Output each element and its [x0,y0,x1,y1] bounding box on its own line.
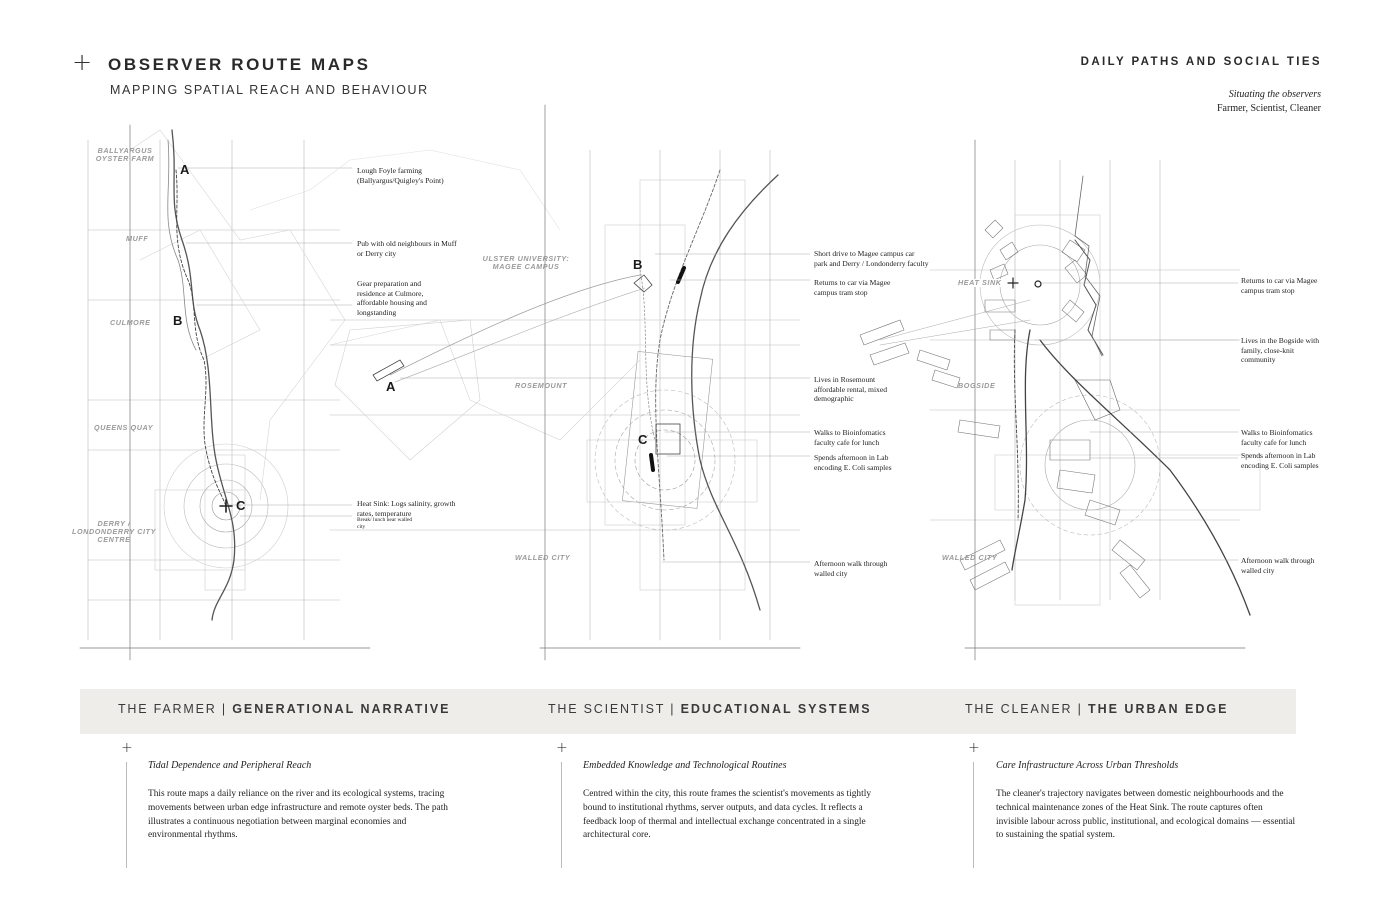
marker-b: B [173,313,183,328]
scientist-map [249,104,801,661]
plus-icon: + [121,740,133,756]
separator: | [670,702,676,716]
farmer-annotation: Lough Foyle farming (Ballyargus/Quigley'… [357,166,444,185]
theme-label: THE URBAN EDGE [1087,702,1229,716]
divider [973,762,974,868]
farmer-description-heading: Tidal Dependence and Peripheral Reach [148,760,312,771]
marker-a: A [386,379,396,394]
cleaner-description: The cleaner's trajectory navigates betwe… [996,789,1296,841]
scientist-annotation: Short drive to Magee campus car park and… [814,249,929,268]
observers-note: Farmer, Scientist, Cleaner [1216,103,1321,114]
scientist-annotation: Walks to Bioinfomatics faculty cafe for … [814,428,886,447]
theme-label: EDUCATIONAL SYSTEMS [680,702,872,716]
cleaner-annotation: Afternoon walk through walled city [1241,556,1315,575]
farmer-annotation: Break/ lunch near walled city [357,517,413,530]
route-maps-drawing [79,104,1261,661]
cleaner-annotation: Walks to Bioinfomatics faculty cafe for … [1241,428,1313,447]
marker-c: C [236,498,246,513]
marker-a: A [180,162,190,177]
cleaner-description-heading: Care Infrastructure Across Urban Thresho… [996,760,1179,771]
scientist-annotation: Lives in Rosemount affordable rental, mi… [814,375,888,403]
plus-icon: + [968,740,980,756]
section-title-right: DAILY PATHS AND SOCIAL TIES [1080,56,1322,68]
role-label: THE SCIENTIST [548,702,665,716]
place-label-rosemount: ROSEMOUNT [515,381,568,390]
page-title: OBSERVER ROUTE MAPS [108,55,371,74]
divider [561,762,562,868]
theme-label: GENERATIONAL NARRATIVE [232,702,451,716]
farmer-category-label: THE FARMER | GENERATIONAL NARRATIVE [118,702,451,716]
separator: | [1077,702,1083,716]
scientist-annotation: Afternoon walk through walled city [814,559,888,578]
observers-note-heading: Situating the observers [1228,89,1321,100]
category-band [80,689,1296,734]
plus-icon: + [556,740,568,756]
cleaner-annotation: Lives in the Bogside with family, close-… [1241,336,1320,364]
marker-c: C [638,432,648,447]
page-subtitle: MAPPING SPATIAL REACH AND BEHAVIOUR [110,83,429,97]
place-label-queens-quay: QUEENS QUAY [94,423,154,432]
place-label-bogside: BOGSIDE [958,381,996,390]
scientist-description: Centred within the city, this route fram… [583,789,872,841]
scientist-description-heading: Embedded Knowledge and Technological Rou… [583,760,787,771]
place-label-ballyargus: BALLYARGUS OYSTER FARM [95,146,155,163]
cleaner-annotation: Returns to car via Magee campus tram sto… [1241,276,1318,295]
plus-icon: + [72,48,93,76]
place-label-muff: MUFF [126,234,149,243]
place-label-magee-campus: ULSTER UNIVERSITY: MAGEE CAMPUS [482,254,570,271]
place-label-culmore: CULMORE [110,318,151,327]
place-label-walled-city: WALLED CITY [515,553,571,562]
farmer-annotation: Pub with old neighbours in Muff or Derry… [357,239,457,258]
cleaner-annotation: Spends afternoon in Lab encoding E. Coli… [1241,451,1319,470]
marker-b: B [633,257,643,272]
cleaner-category-label: THE CLEANER | THE URBAN EDGE [965,702,1228,716]
farmer-annotation: Gear preparation and residence at Culmor… [357,279,427,317]
farmer-annotation: Heat Sink: Logs salinity, growth rates, … [357,499,456,518]
role-label: THE FARMER [118,702,217,716]
role-label: THE CLEANER [965,702,1073,716]
scientist-annotation: Returns to car via Magee campus tram sto… [814,278,909,297]
cleaner-map [929,139,1261,661]
place-label-walled-city: WALLED CITY [942,553,998,562]
farmer-map [79,124,371,661]
scientist-category-label: THE SCIENTIST | EDUCATIONAL SYSTEMS [548,702,872,716]
farmer-description: This route maps a daily reliance on the … [148,789,448,841]
place-label-heat-sink: HEAT SINK [958,278,1002,287]
divider [126,762,127,868]
place-label-city-centre: DERRY / LONDONDERRY CITY CENTRE [71,519,156,544]
separator: | [221,702,227,716]
scientist-annotation: Spends afternoon in Lab encoding E. Coli… [814,453,892,472]
